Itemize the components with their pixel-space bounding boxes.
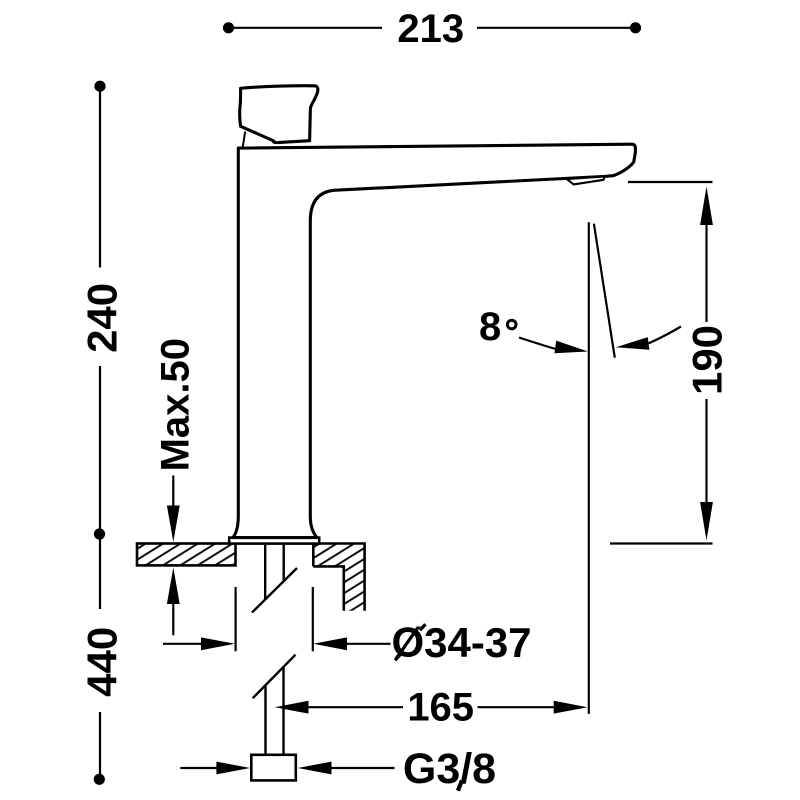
svg-text:8: 8 [479,305,501,349]
svg-text:440: 440 [79,627,126,697]
svg-text:G3/8: G3/8 [403,745,496,793]
svg-text:165: 165 [407,686,474,730]
svg-text:240: 240 [79,283,126,353]
svg-text:190: 190 [684,325,731,395]
svg-text:Ø34-37: Ø34-37 [391,619,531,666]
svg-text:213: 213 [397,7,464,51]
svg-text:Max.50: Max.50 [154,338,198,471]
